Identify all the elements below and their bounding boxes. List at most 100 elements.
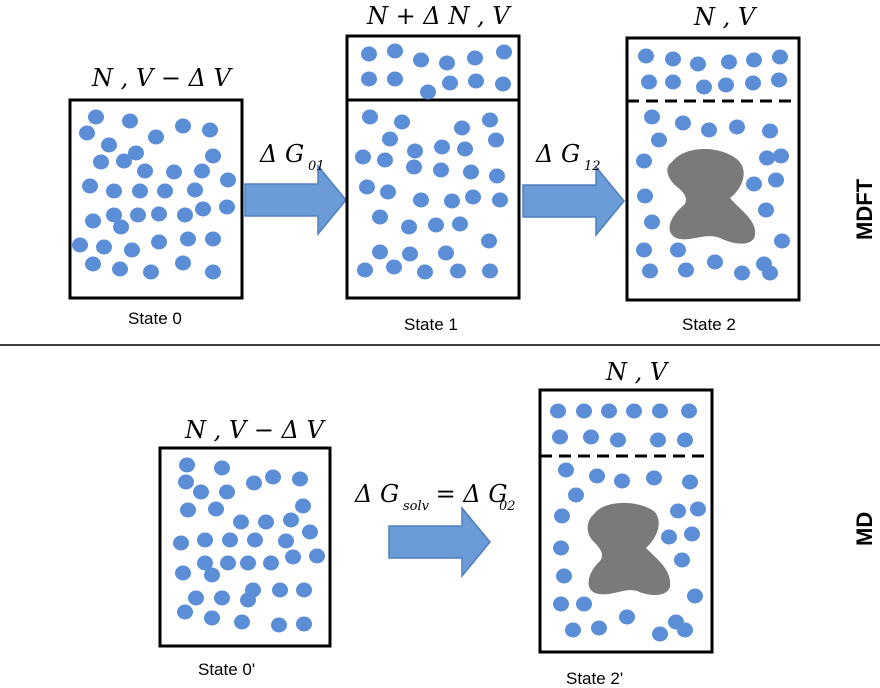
- solute-molecule: [587, 502, 671, 596]
- solvent-molecules: [553, 462, 706, 642]
- solvent-molecule: [151, 234, 167, 250]
- solvent-molecule: [359, 179, 375, 195]
- solvent-molecule: [690, 56, 706, 72]
- solvent-molecule: [124, 242, 140, 258]
- solvent-molecule: [173, 535, 189, 551]
- solvent-molecule: [696, 79, 712, 95]
- solvent-molecule: [382, 131, 398, 147]
- solvent-molecule: [492, 192, 508, 208]
- solvent-molecule: [556, 568, 572, 584]
- solvent-molecule: [166, 164, 182, 180]
- solvent-molecule: [481, 233, 497, 249]
- solvent-molecule: [362, 109, 378, 125]
- solvent-molecules: [173, 457, 325, 633]
- solvent-molecule: [194, 163, 210, 179]
- solvent-molecule: [361, 71, 377, 87]
- solvent-molecule: [413, 52, 429, 68]
- solvent-molecule: [151, 206, 167, 222]
- solvent-molecule: [642, 263, 658, 279]
- solvent-molecule: [644, 109, 660, 125]
- solvent-molecule: [205, 231, 221, 247]
- solvent-molecule: [734, 265, 750, 281]
- solvent-molecule: [96, 239, 112, 255]
- solvent-molecule: [220, 172, 236, 188]
- solvent-molecule: [774, 233, 790, 249]
- solvent-molecule: [197, 555, 213, 571]
- solvent-molecule: [601, 403, 617, 419]
- solvent-molecule: [463, 164, 479, 180]
- solvent-molecule: [721, 54, 737, 70]
- added-molecules: [361, 43, 512, 100]
- solvent-molecule: [668, 614, 684, 630]
- solvent-molecule: [467, 50, 483, 66]
- mdft-state-0-name: State 0: [128, 309, 182, 328]
- solvent-molecules-top: [550, 403, 697, 448]
- solvent-molecule: [646, 470, 662, 486]
- solvent-molecule: [665, 51, 681, 67]
- solvent-molecule: [553, 596, 569, 612]
- solvent-molecule: [496, 44, 512, 60]
- solvent-molecule: [687, 588, 703, 604]
- solvent-molecule: [372, 244, 388, 260]
- solvent-molecule: [746, 176, 762, 192]
- solvent-molecule: [652, 626, 668, 642]
- solvent-molecule: [417, 264, 433, 280]
- solvent-molecule: [85, 256, 101, 272]
- solvent-molecule: [122, 113, 138, 129]
- solvent-molecule: [113, 219, 129, 235]
- solvent-molecule: [177, 207, 193, 223]
- solvent-molecule: [357, 262, 373, 278]
- solvent-molecule: [576, 596, 592, 612]
- solvent-molecule: [707, 254, 723, 270]
- solvent-molecule: [450, 263, 466, 279]
- solvent-molecule: [454, 120, 470, 136]
- mdft-state-1-label: N + Δ N , V: [366, 2, 512, 30]
- solvent-molecule: [380, 184, 396, 200]
- solvent-molecule: [682, 474, 698, 490]
- solvent-molecule: [759, 150, 775, 166]
- solvent-molecule: [72, 237, 88, 253]
- solvent-molecule: [130, 207, 146, 223]
- md-state-0-prime-box: [158, 446, 332, 648]
- mdft-arrow-12-label: Δ G 12: [535, 140, 601, 174]
- solvent-molecule: [652, 403, 668, 419]
- solvent-molecule: [292, 471, 308, 487]
- solvent-molecule: [482, 263, 498, 279]
- md-state-0-prime-label: N , V − Δ V: [184, 416, 327, 444]
- solvent-molecule: [240, 555, 256, 571]
- solvent-molecule: [219, 484, 235, 500]
- solvent-molecule: [214, 460, 230, 476]
- solvent-molecule: [746, 52, 762, 68]
- solvent-molecule: [309, 548, 325, 564]
- delta-g-equals: = Δ G: [428, 480, 508, 508]
- solvent-molecule: [82, 178, 98, 194]
- solvent-molecule: [247, 532, 263, 548]
- solvent-molecule: [661, 529, 677, 545]
- solvent-molecule: [718, 77, 734, 93]
- solvent-molecule: [488, 132, 504, 148]
- delta-g-subscript-solv: solv: [403, 499, 430, 514]
- solvent-molecule: [444, 193, 460, 209]
- solute-molecule: [667, 149, 756, 244]
- solvent-molecule: [619, 609, 635, 625]
- solvent-molecule: [295, 498, 311, 514]
- solvent-molecule: [637, 188, 653, 204]
- solvent-molecule: [568, 487, 584, 503]
- solvent-molecule: [402, 246, 418, 262]
- solvent-molecule: [674, 552, 690, 568]
- solvent-molecule: [283, 512, 299, 528]
- solvent-molecule: [420, 84, 436, 100]
- solvent-molecule: [205, 148, 221, 164]
- solvent-molecule: [148, 129, 164, 145]
- solvent-molecule: [678, 262, 694, 278]
- solvent-molecule: [394, 114, 410, 130]
- solvent-molecule: [377, 152, 393, 168]
- solvent-molecule: [387, 43, 403, 59]
- solvent-molecule: [638, 48, 654, 64]
- solvent-molecule: [387, 71, 403, 87]
- solvent-molecule: [439, 55, 455, 71]
- solvent-molecule: [193, 484, 209, 500]
- solvent-molecule: [675, 115, 691, 131]
- solvent-molecule: [554, 508, 570, 524]
